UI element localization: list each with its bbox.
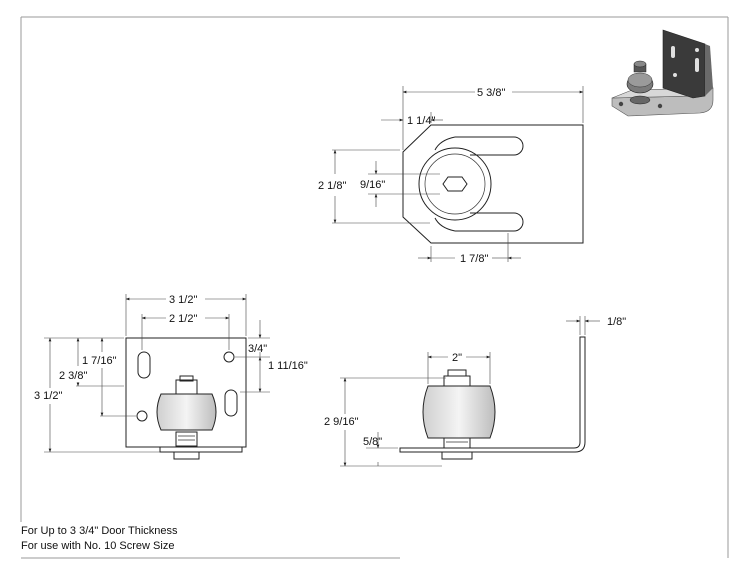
note-door-thickness: For Up to 3 3/4" Door Thickness: [21, 525, 178, 537]
dim-top-width: 5 3/8": [477, 87, 505, 99]
dim-side-height: 2 9/16": [324, 416, 359, 428]
dim-top-center: 9/16": [360, 179, 385, 191]
spec-notes: For Up to 3 3/4" Door Thickness For use …: [21, 524, 178, 554]
dim-front-right-top: 3/4": [248, 343, 267, 355]
note-screw-size: For use with No. 10 Screw Size: [21, 540, 175, 552]
dim-top-bottom: 1 7/8": [460, 253, 488, 265]
front-view: 3 1/2" 2 1/2" 3 1/2" 2 3/8" 1 7/16" 3/4"…: [34, 294, 308, 460]
dim-side-base: 5/8": [363, 436, 382, 448]
dim-front-right-lower: 1 11/16": [268, 360, 308, 372]
top-view: 5 3/8" 1 1/4" 2 1/8" 9/16" 1 7/8": [318, 86, 584, 265]
dim-top-offset: 1 1/4": [407, 115, 435, 127]
dim-side-thickness: 1/8": [607, 316, 626, 328]
side-view: 1/8" 2" 2 9/16" 5/8": [324, 316, 626, 467]
dim-front-width: 3 1/2": [169, 294, 197, 306]
dim-front-height-1: 1 7/16": [82, 355, 117, 367]
dim-side-roller-width: 2": [452, 352, 462, 364]
dim-front-height-total: 3 1/2": [34, 390, 62, 402]
drawing-frame: [20, 16, 729, 559]
dim-front-inner-width: 2 1/2": [169, 313, 197, 325]
dim-top-height: 2 1/8": [318, 180, 346, 192]
dim-front-height-2: 2 3/8": [59, 370, 87, 382]
product-thumbnail: [611, 29, 714, 117]
